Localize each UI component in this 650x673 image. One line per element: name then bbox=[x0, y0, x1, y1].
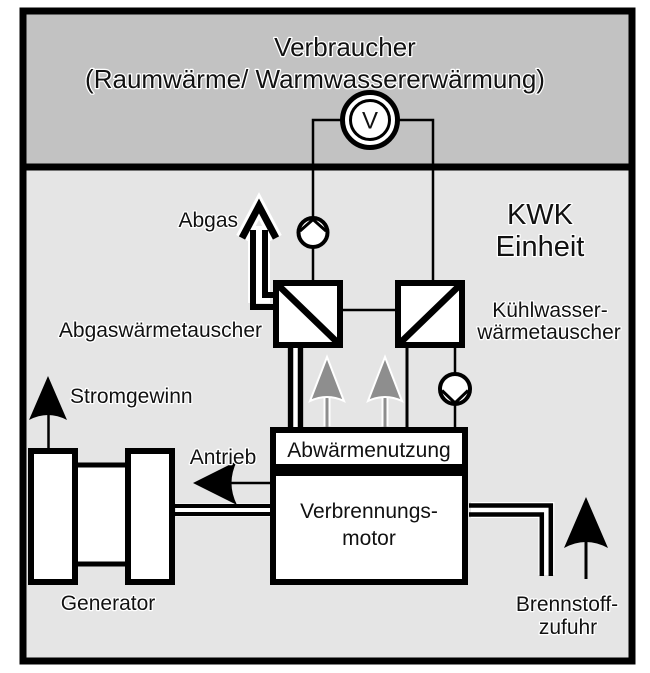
waste-heat-label: Abwärmenutzung bbox=[287, 439, 450, 462]
drive-shaft bbox=[173, 503, 272, 517]
cooling-hx-label-line2: wärmetauscher bbox=[476, 321, 621, 344]
fuel-supply-label-line2: zufuhr bbox=[539, 616, 597, 639]
waste-heat-arrow-left bbox=[308, 354, 346, 429]
exhaust-heat-exchanger bbox=[273, 280, 343, 348]
consumer-subtitle: (Raumwärme/ Warmwassererwärmung) bbox=[85, 64, 545, 94]
waste-heat-arrow-right bbox=[366, 354, 404, 429]
cooling-hx-label-line1: Kühlwasser- bbox=[492, 299, 608, 322]
consumer-band bbox=[19, 7, 636, 171]
meter-label: V bbox=[362, 108, 378, 135]
waste-heat-utilisation-box: Abwärmenutzung bbox=[270, 427, 468, 470]
exhaust-hx-pipe bbox=[287, 348, 304, 429]
drive-label: Antrieb bbox=[190, 446, 257, 469]
kwk-unit-label-line1: KWK bbox=[507, 199, 574, 231]
consumer-title: Verbraucher bbox=[274, 32, 416, 62]
fuel-supply-arrow bbox=[564, 497, 608, 579]
fuel-supply-label-line1: Brennstoff- bbox=[516, 593, 618, 616]
drive-arrowhead bbox=[193, 461, 237, 505]
power-gain-arrow bbox=[29, 376, 67, 420]
exhaust-hx-label: Abgaswärmetauscher bbox=[59, 319, 262, 342]
combustion-engine-box: Verbrennungs- motor bbox=[270, 470, 468, 585]
power-gain-label: Stromgewinn bbox=[70, 385, 193, 408]
meter-icon: V bbox=[340, 90, 400, 150]
engine-label-line1: Verbrennungs- bbox=[300, 500, 438, 523]
generator-label: Generator bbox=[61, 592, 156, 615]
exhaust-label: Abgas bbox=[178, 209, 238, 232]
engine-label-line2: motor bbox=[342, 527, 396, 550]
kwk-unit-label-line2: Einheit bbox=[496, 231, 585, 263]
pump-icon-right bbox=[438, 372, 472, 406]
pump-icon-top bbox=[296, 216, 330, 249]
cooling-water-heat-exchanger bbox=[395, 280, 465, 348]
exhaust-arrow bbox=[236, 192, 282, 310]
generator bbox=[28, 448, 175, 585]
fuel-pipe bbox=[469, 502, 555, 576]
